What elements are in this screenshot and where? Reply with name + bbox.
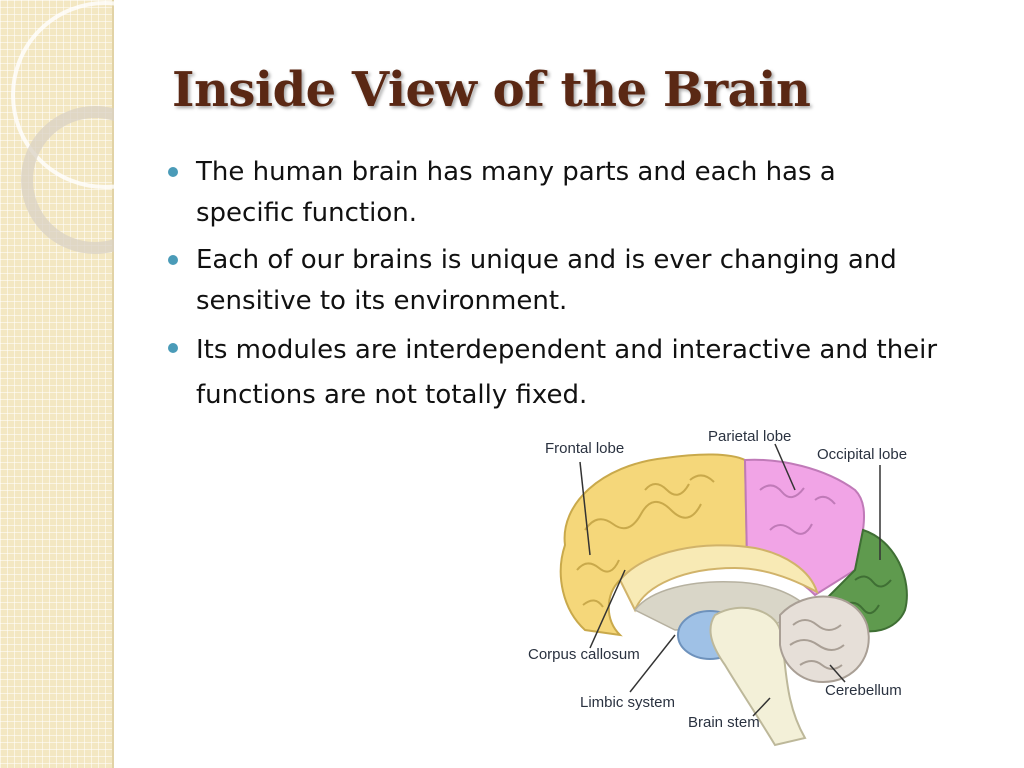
corpus-callosum-region [618,544,819,613]
cerebellum-region [779,595,870,684]
brain-illustration [559,443,908,747]
bullet-item: Each of our brains is unique and is ever… [162,240,942,322]
bullet-text: Its modules are interdependent and inter… [196,335,938,410]
bullet-item: Its modules are interdependent and inter… [162,328,942,418]
slide-title: Inside View of the Brain [172,62,811,118]
bullet-list: The human brain has many parts and each … [162,152,942,424]
bullet-dot-icon [168,343,178,353]
label-occipital-lobe: Occipital lobe [817,446,908,463]
bullet-item: The human brain has many parts and each … [162,152,942,234]
label-corpus-callosum: Corpus callosum [528,646,640,663]
label-cerebellum: Cerebellum [825,682,902,699]
label-parietal-lobe: Parietal lobe [708,428,792,445]
brain-diagram: Frontal lobe Parietal lobe Occipital lob… [525,420,925,750]
bullet-dot-icon [168,167,178,177]
decorative-circles [11,1,114,254]
decorative-side-strip [0,0,114,768]
bullet-dot-icon [168,255,178,265]
label-limbic-system: Limbic system [580,694,676,711]
bullet-text: The human brain has many parts and each … [196,157,836,228]
label-frontal-lobe: Frontal lobe [545,440,625,457]
label-brain-stem: Brain stem [688,714,760,731]
bullet-text: Each of our brains is unique and is ever… [196,245,897,316]
